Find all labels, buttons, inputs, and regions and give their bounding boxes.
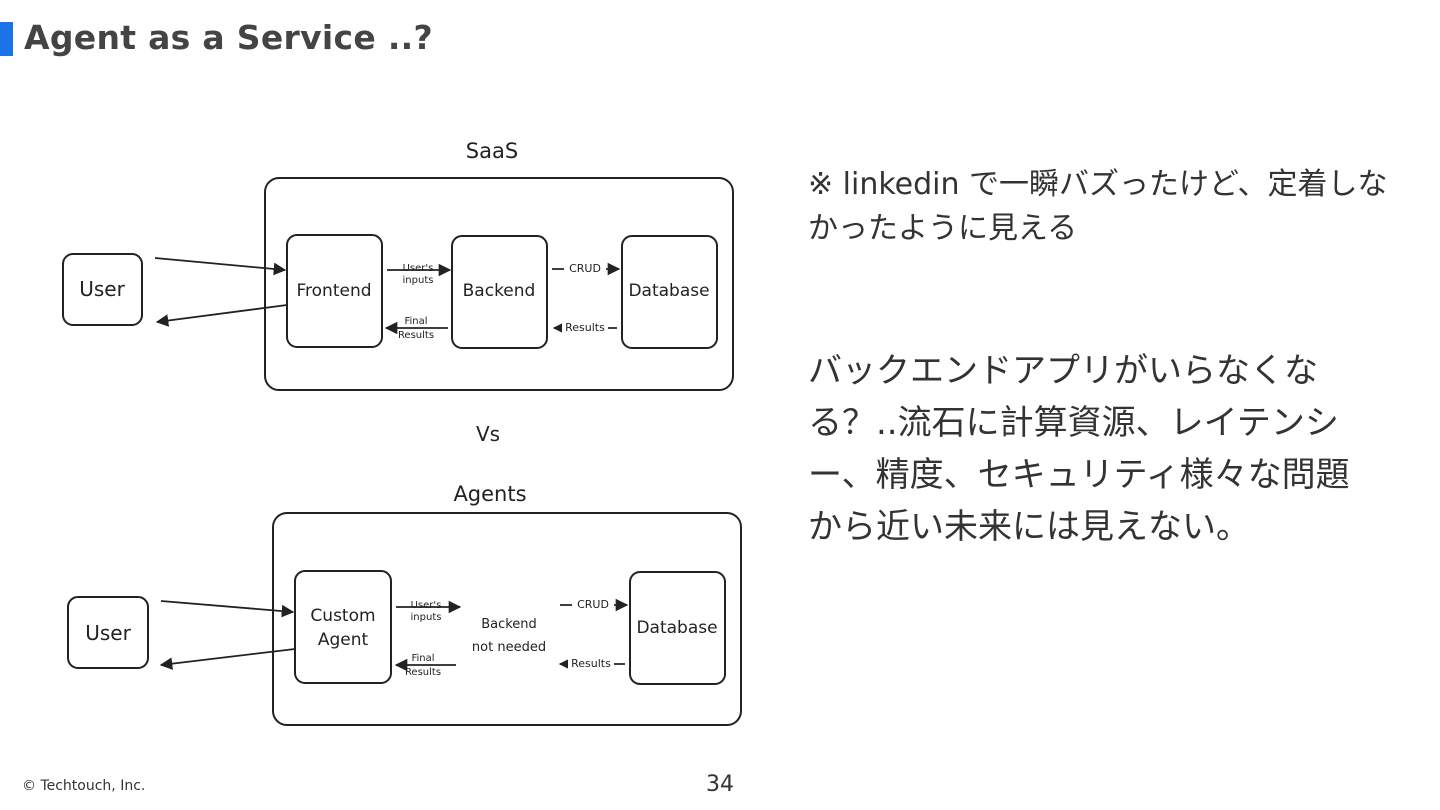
saas-user-label: User: [79, 277, 125, 301]
agents-crud-label: CRUD: [577, 598, 609, 611]
database-box: [621, 235, 718, 349]
final-results-label-1: Final: [404, 316, 427, 327]
vs-label: Vs: [476, 422, 500, 446]
custom-agent-box: [294, 570, 392, 684]
saas-user-box: [62, 253, 143, 326]
results-label: Results: [565, 321, 605, 334]
agents-title: Agents: [453, 482, 526, 506]
agents-final-results-label-2: Results: [405, 667, 441, 678]
architecture-diagram: SaaS User Frontend Backend Database User…: [62, 139, 742, 726]
crud-label: CRUD: [569, 262, 601, 275]
agents-database-box: [629, 571, 726, 685]
agents-database-label: Database: [636, 618, 717, 638]
agents-user-label: User: [85, 621, 131, 645]
user-to-frontend-arrow: [154, 257, 287, 276]
backend-not-needed-label-1: Backend: [481, 617, 537, 632]
final-results-label-2: Results: [398, 330, 434, 341]
main-statement: バックエンドアプリがいらなくなる？..流石に計算資源、レイテンシー、精度、セキュ…: [808, 351, 1350, 547]
backend-label: Backend: [463, 281, 536, 301]
users-inputs-label-2: inputs: [403, 275, 434, 286]
agents-frame: [272, 512, 742, 726]
page-number: 34: [706, 772, 734, 797]
backend-not-needed-label-2: not needed: [472, 640, 546, 655]
custom-agent-label-1: Custom: [310, 606, 375, 626]
saas-title: SaaS: [466, 139, 518, 163]
linkedin-note: ※ linkedin で一瞬バズったけど、定着しなかったように見える: [808, 167, 1388, 246]
frontend-box: [286, 234, 383, 348]
users-inputs-label-1: User's: [403, 263, 434, 274]
agents-final-results-label-1: Final: [411, 653, 434, 664]
title-accent-bar: [0, 22, 13, 56]
agents-users-inputs-label-2: inputs: [411, 612, 442, 623]
agents-users-inputs-label-1: User's: [411, 600, 442, 611]
agents-diagram: Agents User Custom Agent Backend not nee…: [67, 482, 742, 726]
frontend-label: Frontend: [296, 281, 371, 301]
frontend-to-user-arrow: [155, 304, 288, 327]
saas-diagram: SaaS User Frontend Backend Database User…: [62, 139, 734, 391]
agents-results-label: Results: [571, 657, 611, 670]
agents-user-box: [67, 596, 149, 669]
footer-copyright: © Techtouch, Inc.: [22, 778, 146, 794]
saas-frame: [264, 177, 734, 391]
custom-agent-label-2: Agent: [318, 630, 369, 650]
database-label: Database: [628, 281, 709, 301]
slide-title: Agent as a Service ..?: [24, 18, 433, 57]
user-to-agent-arrow: [160, 600, 295, 618]
backend-box: [451, 235, 548, 349]
agent-to-user-arrow: [159, 648, 296, 670]
